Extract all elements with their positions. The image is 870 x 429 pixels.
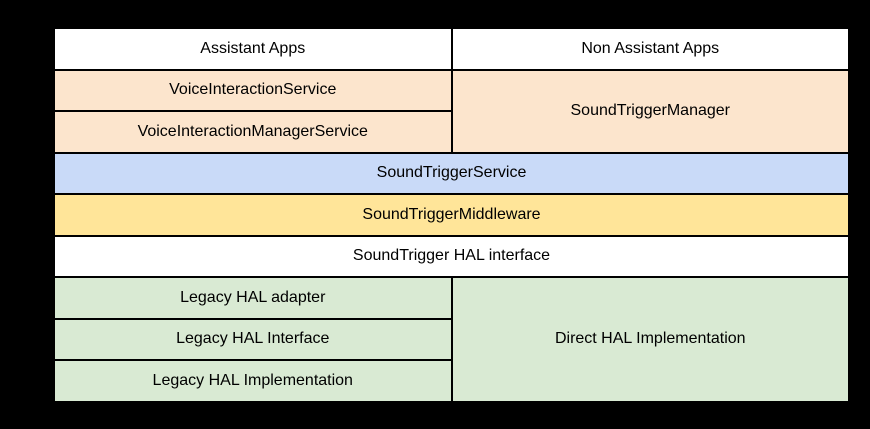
block-label: SoundTriggerMiddleware (362, 205, 541, 223)
block-voice-interaction-manager-service: VoiceInteractionManagerService (55, 112, 451, 152)
block-sound-trigger-service: SoundTriggerService (55, 153, 848, 194)
block-label: VoiceInteractionManagerService (137, 122, 368, 140)
block-label: Legacy HAL Interface (176, 330, 330, 348)
block-legacy-hal-implementation: Legacy HAL Implementation (55, 361, 451, 401)
block-legacy-hal-interface: Legacy HAL Interface (55, 319, 451, 360)
block-label: Direct HAL Implementation (554, 330, 746, 348)
block-label: SoundTrigger HAL interface (352, 247, 551, 265)
block-label: Assistant Apps (200, 39, 306, 57)
block-sound-trigger-manager: SoundTriggerManager (452, 70, 848, 152)
block-non-assistant-apps: Non Assistant Apps (452, 29, 848, 69)
block-legacy-hal-adapter: Legacy HAL adapter (55, 278, 451, 318)
block-direct-hal-implementation: Direct HAL Implementation (452, 278, 848, 401)
soundtrigger-architecture-diagram: Assistant Apps Non Assistant Apps VoiceI… (53, 27, 850, 403)
block-sound-trigger-middleware: SoundTriggerMiddleware (55, 195, 848, 235)
block-label: Non Assistant Apps (581, 39, 720, 57)
block-voice-interaction-service: VoiceInteractionService (55, 70, 451, 111)
block-label: Legacy HAL Implementation (152, 372, 353, 390)
block-label: Legacy HAL adapter (180, 288, 326, 306)
block-assistant-apps: Assistant Apps (55, 29, 451, 69)
block-label: VoiceInteractionService (169, 81, 337, 99)
block-sound-trigger-hal-interface: SoundTrigger HAL interface (55, 236, 848, 277)
block-label: SoundTriggerManager (570, 101, 731, 119)
block-label: SoundTriggerService (376, 164, 527, 182)
